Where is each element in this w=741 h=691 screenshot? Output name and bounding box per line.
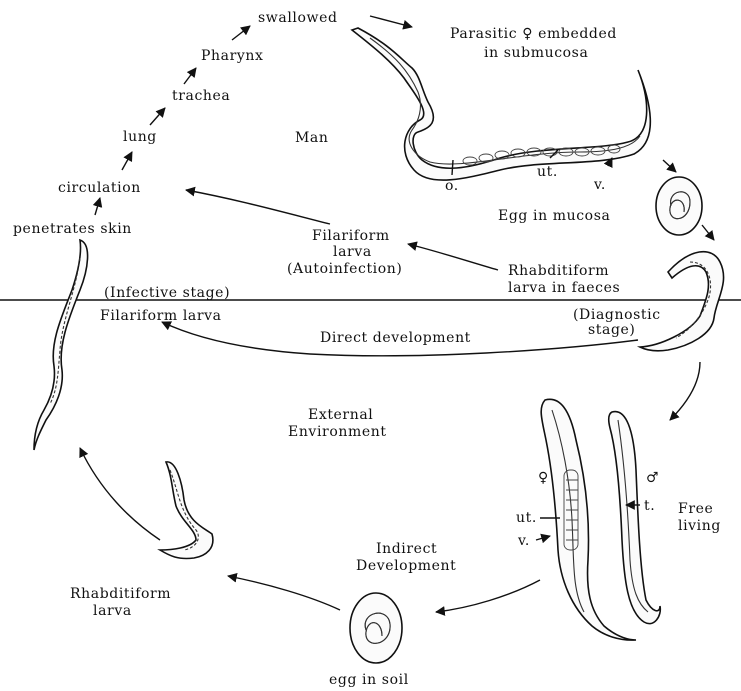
arrow-lung-to-trachea bbox=[150, 108, 165, 125]
label-swallowed: swallowed bbox=[258, 10, 338, 26]
label-v-top: v. bbox=[593, 177, 606, 193]
label-o-top: o. bbox=[445, 178, 459, 194]
arrow-autoinfection bbox=[408, 244, 498, 270]
arrow-egg-to-rhabditiform bbox=[702, 225, 714, 240]
arrow-pharynx-to-swallowed bbox=[232, 26, 250, 40]
label-circulation: circulation bbox=[58, 180, 141, 196]
arrow-rhabditiform-to-free-living bbox=[670, 362, 700, 420]
label-lung: lung bbox=[123, 129, 157, 145]
label-egg-in-soil: egg in soil bbox=[329, 672, 409, 688]
arrow-skin-to-circulation bbox=[95, 198, 100, 215]
label-indirect-line2: Development bbox=[356, 558, 456, 574]
male-symbol: ♂ bbox=[646, 470, 659, 486]
label-man: Man bbox=[295, 130, 329, 146]
label-rhabditiform-faeces-line2: larva in faeces bbox=[508, 280, 620, 296]
label-penetrates-skin: penetrates skin bbox=[13, 221, 132, 237]
egg-in-soil-illustration bbox=[350, 593, 402, 663]
label-rhabditiform-larva-line2: larva bbox=[93, 603, 132, 619]
label-parasitic-female-line1: Parasitic ♀ embedded bbox=[450, 26, 617, 42]
filariform-larva-left-illustration bbox=[34, 240, 88, 450]
label-indirect-line1: Indirect bbox=[376, 541, 437, 557]
label-infective-stage: (Infective stage) bbox=[104, 285, 230, 301]
label-diagnostic-stage-line2: stage) bbox=[588, 322, 635, 338]
label-trachea: trachea bbox=[172, 88, 230, 104]
label-rhabditiform-larva-line1: Rhabditiform bbox=[70, 586, 171, 602]
label-free-living-line1: Free bbox=[678, 501, 713, 517]
label-diagnostic-stage-line1: (Diagnostic bbox=[573, 307, 661, 323]
label-ut-top: ut. bbox=[537, 164, 558, 180]
label-v-bottom: v. bbox=[517, 533, 530, 549]
label-egg-in-mucosa: Egg in mucosa bbox=[498, 208, 610, 224]
female-symbol: ♀ bbox=[538, 470, 549, 486]
label-rhabditiform-faeces-line1: Rhabditiform bbox=[508, 263, 609, 279]
label-parasitic-female-line2: in submucosa bbox=[484, 45, 588, 61]
egg-in-mucosa-illustration bbox=[656, 177, 702, 235]
arrow-circulation-to-lung bbox=[122, 152, 132, 170]
label-filariform-autoinfection-line1: Filariform bbox=[312, 228, 390, 244]
label-direct-development: Direct development bbox=[320, 330, 471, 346]
label-free-living-line2: living bbox=[678, 518, 721, 534]
rhabditiform-larva-soil-illustration bbox=[160, 462, 213, 559]
arrow-trachea-to-pharynx bbox=[184, 68, 196, 84]
label-filariform-autoinfection-line3: (Autoinfection) bbox=[287, 261, 402, 277]
label-external-line1: External bbox=[308, 407, 373, 423]
pointer-v-bottom bbox=[536, 536, 550, 540]
arrow-female-to-egg bbox=[663, 160, 676, 172]
free-living-male-illustration bbox=[609, 412, 661, 624]
label-filariform-autoinfection-line2: larva bbox=[333, 244, 372, 260]
rhabditiform-larva-faeces-illustration bbox=[640, 252, 724, 351]
arrow-swallowed-to-female bbox=[370, 16, 412, 27]
arrow-rhabditiform-to-filariform bbox=[80, 448, 160, 540]
arrow-free-living-to-egg bbox=[436, 580, 540, 612]
label-pharynx: Pharynx bbox=[201, 48, 264, 64]
label-external-line2: Environment bbox=[288, 424, 387, 440]
arrow-egg-to-rhabditiform-larva bbox=[228, 576, 340, 610]
label-filariform-larva: Filariform larva bbox=[100, 308, 222, 324]
arrow-filariform-to-circulation bbox=[186, 190, 330, 224]
label-t: t. bbox=[644, 498, 655, 514]
label-ut-bottom: ut. bbox=[516, 510, 537, 526]
